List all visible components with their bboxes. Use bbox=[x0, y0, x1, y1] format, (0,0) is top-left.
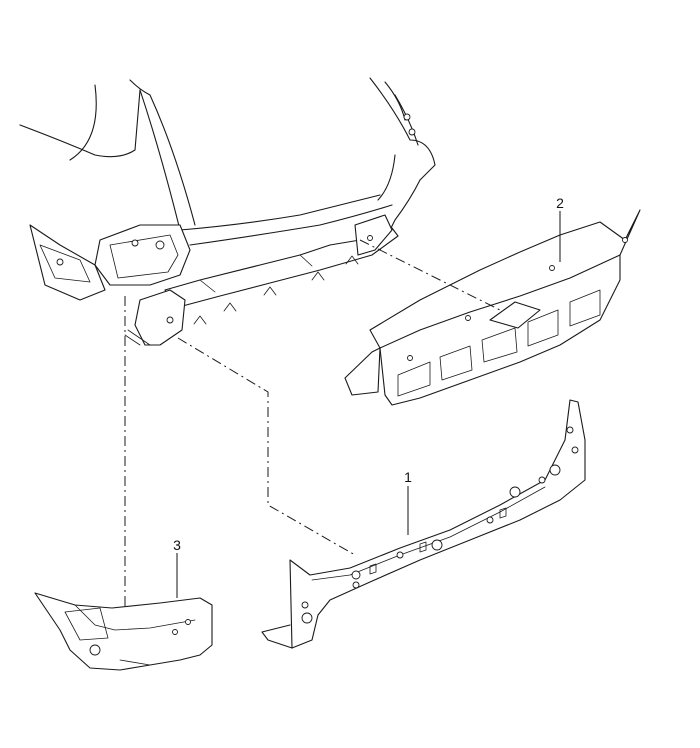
guide-line-part-1 bbox=[177, 337, 356, 556]
part-2-upper-crossmember bbox=[344, 209, 641, 406]
mounting-studs bbox=[193, 255, 359, 325]
assembly-guide-lines bbox=[124, 239, 501, 610]
vehicle-rear-body bbox=[19, 77, 436, 346]
callout-2-label: 2 bbox=[556, 195, 564, 211]
part-3-side-bracket bbox=[34, 592, 213, 671]
guide-line-part-2 bbox=[359, 239, 501, 311]
panel-holes bbox=[301, 426, 579, 624]
callout-1-label: 1 bbox=[404, 469, 412, 485]
part-1-rear-panel bbox=[261, 399, 586, 649]
callout-3-label: 3 bbox=[173, 537, 181, 553]
